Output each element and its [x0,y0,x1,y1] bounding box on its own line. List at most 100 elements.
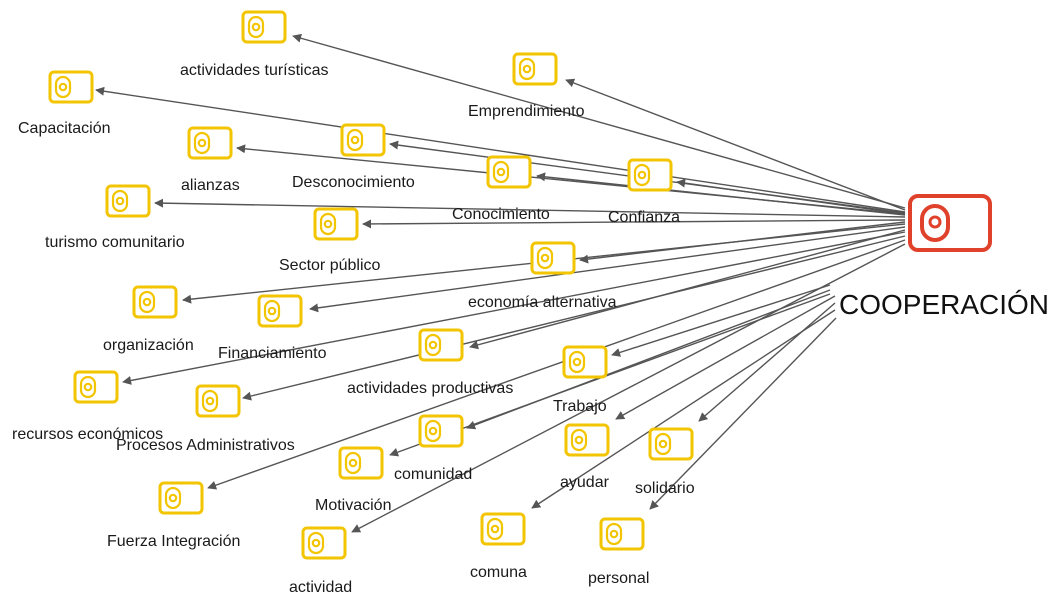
node-conocimiento[interactable]: Conocimiento [452,155,550,223]
node-label: Procesos Administrativos [116,437,295,454]
node-label: actividades turísticas [180,62,329,79]
tag-icon-inner [654,432,672,456]
edge-trabajo [611,284,831,357]
tag-icon-dot [637,170,647,180]
node-label: organización [103,337,194,354]
tag-icon-inner [424,333,442,357]
node-label: Sector público [279,257,380,274]
tag-icon-inner [424,419,442,443]
tag-icon-dot [58,82,68,92]
node-recursos-economicos[interactable]: recursos económicos [12,370,163,443]
node-comunidad[interactable]: comunidad [394,414,472,483]
tag-icon-dot [574,435,584,445]
edge-ayudar [615,295,836,420]
tag-icon-inner [247,15,265,39]
node-sector-publico[interactable]: Sector público [279,207,380,274]
edge-actividades-turisticas [292,33,906,209]
tag-icon-inner [633,163,651,187]
tag-icon-dot [428,340,438,350]
center-node[interactable]: COOPERACIÓN [839,194,1049,320]
tag-icon-inner [193,131,211,155]
tag-icon-dot [197,138,207,148]
node-alianzas[interactable]: alianzas [181,126,240,194]
node-label: Conocimiento [452,206,550,223]
node-comuna[interactable]: comuna [470,512,527,581]
node-label: recursos económicos [12,426,163,443]
tag-icon-inner [138,290,156,314]
tag-icon-dot [348,458,358,468]
node-actividad[interactable]: actividad [289,526,352,596]
node-label: comunidad [394,466,472,483]
tag-icon-inner [492,160,510,184]
tag-icon-inner [486,517,504,541]
node-organizacion[interactable]: organización [103,285,194,354]
tag-icon-inner [307,531,325,555]
edge-actividad [351,243,906,533]
node-solidario[interactable]: solidario [635,427,695,497]
node-label: Capacitación [18,120,111,137]
node-label: Desconocimiento [292,174,415,191]
tag-icon-dot [609,529,619,539]
node-personal[interactable]: personal [588,517,649,587]
tag-icon-dot [522,64,532,74]
tag-icon-inner [201,389,219,413]
node-label: comuna [470,564,527,581]
node-financiamiento[interactable]: Financiamiento [218,294,327,362]
node-trabajo[interactable]: Trabajo [553,345,608,415]
tag-icon-inner [568,350,586,374]
nodes-layer: actividades turísticasEmprendimientoCapa… [12,10,695,596]
node-economia-alternativa[interactable]: economía alternativa [468,241,617,311]
edge-actividades-productivas [469,229,906,350]
tag-icon-dot [540,253,550,263]
node-actividades-turisticas[interactable]: actividades turísticas [180,10,329,79]
tag-icon-inner [319,212,337,236]
tag-icon-dot [142,297,152,307]
edge-conocimiento [536,172,906,216]
tag-icon-dot [572,357,582,367]
node-turismo-comunitario[interactable]: turismo comunitario [45,184,185,251]
tag-icon-dot [267,306,277,316]
tag-icon-inner [518,57,536,81]
node-label: Emprendimiento [468,103,585,120]
edges-layer [95,33,906,533]
node-label: Motivación [315,497,391,514]
edge-comuna [531,309,836,509]
node-motivacion[interactable]: Motivación [315,446,391,514]
node-actividades-productivas[interactable]: actividades productivas [347,328,513,397]
node-label: economía alternativa [468,294,617,311]
tag-icon-inner [605,522,623,546]
node-confianza[interactable]: Confianza [608,158,680,226]
tag-icon-inner [346,128,364,152]
node-emprendimiento[interactable]: Emprendimiento [468,52,585,120]
node-label: Financiamiento [218,345,327,362]
tag-icon-inner [79,375,97,399]
edge-emprendimiento [565,78,906,211]
node-desconocimiento[interactable]: Desconocimiento [292,123,415,191]
edge-confianza [676,178,906,215]
node-label: turismo comunitario [45,234,185,251]
tag-icon-inner [263,299,281,323]
tag-icon-inner [111,189,129,213]
tag-icon-dot [168,493,178,503]
tag-icon-inner [164,486,182,510]
node-label: ayudar [560,474,610,491]
tag-icon-dot [323,219,333,229]
node-ayudar[interactable]: ayudar [560,423,610,491]
edge-procesos-administrativos [242,235,906,401]
tag-icon-inner [570,428,588,452]
node-procesos-administrativos[interactable]: Procesos Administrativos [116,384,295,454]
tag-icon-dot [496,167,506,177]
center-tag-dot [928,215,942,229]
tag-icon-dot [658,439,668,449]
edge-turismo-comunitario [154,198,906,218]
node-label: Trabajo [553,398,607,415]
node-label: Confianza [608,209,680,226]
node-capacitacion[interactable]: Capacitación [18,70,111,137]
center-label: COOPERACIÓN [839,289,1049,320]
node-fuerza-integracion[interactable]: Fuerza Integración [107,481,240,550]
edge-financiamiento [309,226,906,313]
edge-sector-publico [362,219,906,229]
tag-icon-dot [428,426,438,436]
edge-capacitacion [95,86,906,213]
